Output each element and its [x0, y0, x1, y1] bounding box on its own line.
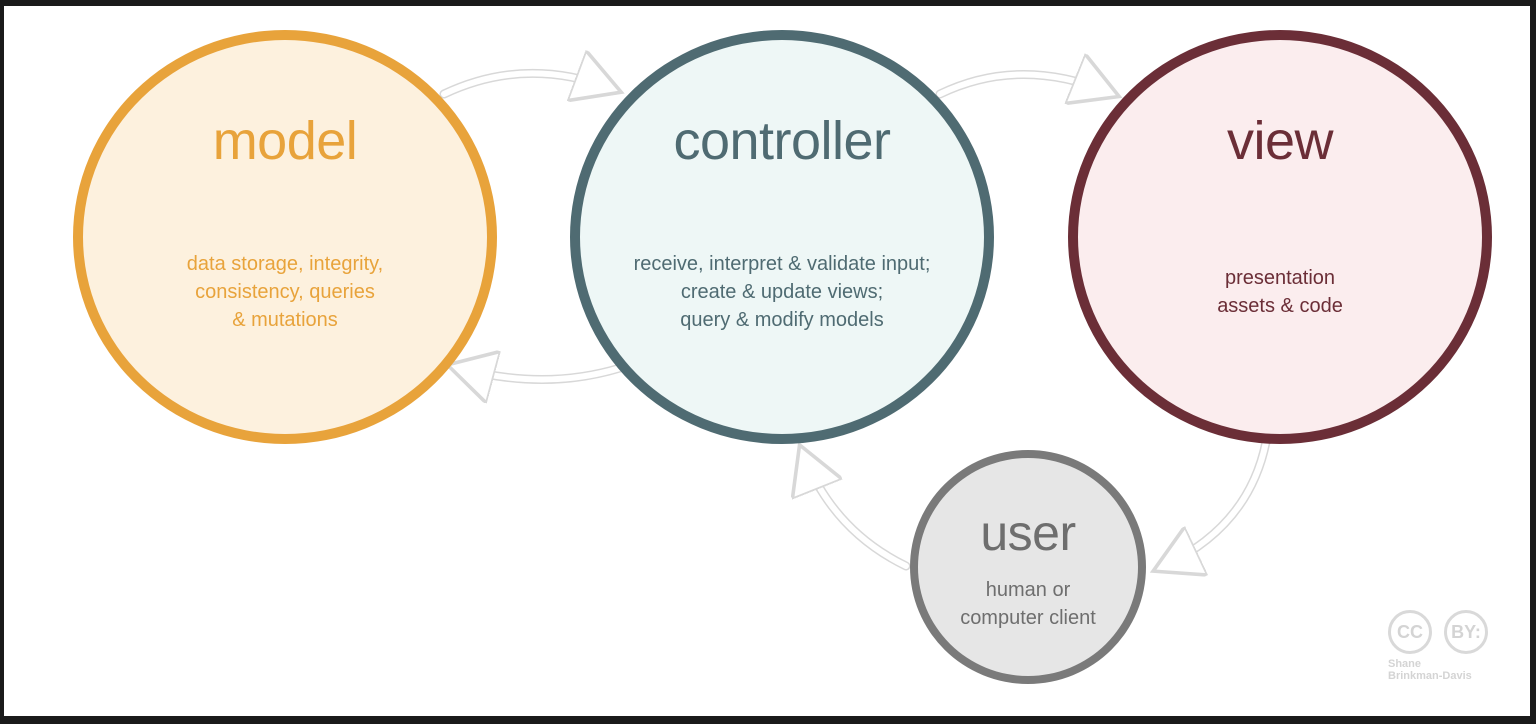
diagram-canvas: model data storage, integrity, consisten…: [4, 6, 1530, 716]
user-description: human or computer client: [960, 579, 1096, 629]
model-title: model: [212, 111, 358, 171]
attribution-icon: BY:: [1444, 610, 1488, 654]
user-title: user: [980, 505, 1076, 561]
user-node: user human or computer client: [910, 450, 1146, 684]
edge-user-to-controller: [804, 456, 909, 569]
model-node: model data storage, integrity, consisten…: [73, 30, 497, 444]
controller-node: controller receive, interpret & validate…: [570, 30, 994, 444]
license-author: Shane Brinkman-Davis: [1388, 658, 1472, 682]
edge-controller-to-model: [459, 368, 623, 380]
edge-controller-to-view: [937, 74, 1108, 94]
edge-model-to-controller: [441, 73, 610, 94]
model-description: data storage, integrity, consistency, qu…: [186, 253, 384, 331]
arrows-layer: [439, 6, 1271, 716]
controller-description: receive, interpret & validate input; cre…: [633, 253, 931, 331]
view-title: view: [1226, 111, 1334, 171]
controller-title: controller: [673, 111, 891, 171]
view-node: view presentation assets & code: [1068, 30, 1492, 444]
edge-view-to-user: [1164, 439, 1269, 566]
creative-commons-icon: CC: [1388, 610, 1432, 654]
view-description: presentation assets & code: [1217, 267, 1343, 317]
license-watermark: CC BY: Shane Brinkman-Davis: [1386, 610, 1498, 690]
